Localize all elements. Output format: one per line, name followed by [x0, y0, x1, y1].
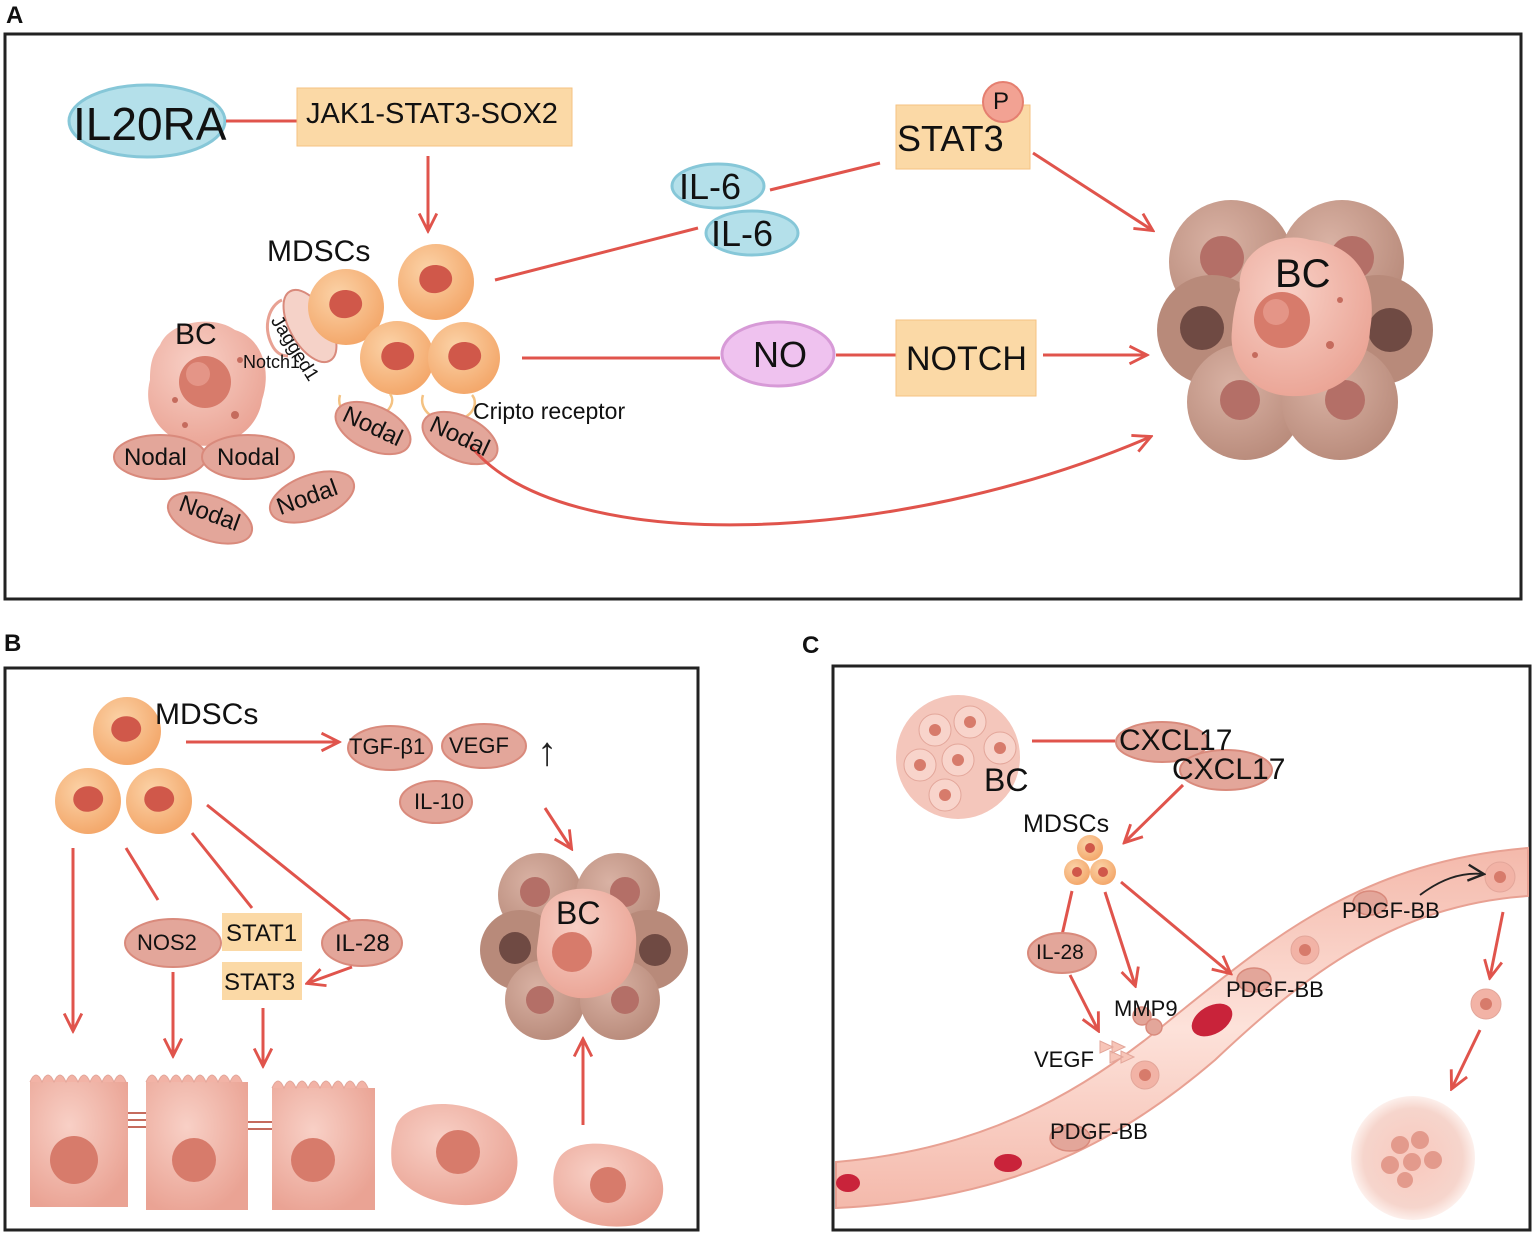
red-blood-cell-3 [836, 1174, 860, 1192]
bc-tumor-cluster-b [480, 853, 688, 1040]
mmp9-label: MMP9 [1114, 996, 1178, 1021]
mdscs-to-nos2-link [124, 847, 160, 901]
nos2-label: NOS2 [137, 930, 197, 955]
bc-tumor-cluster-a [1157, 200, 1433, 460]
bc-small-label: BC [175, 318, 217, 351]
nodal-to-bc-arrow [468, 437, 1150, 527]
nodal-oval-5 [334, 400, 412, 456]
metastasis-arrow [1452, 1029, 1482, 1088]
stat3-box-b [222, 962, 302, 1000]
bc-large-label: BC [1275, 252, 1331, 296]
mdscs-to-mmp9-arrow [1103, 891, 1135, 985]
il6-oval-1 [670, 162, 766, 210]
pdgf-label-2: PDGF-BB [1342, 898, 1440, 923]
vegf-label-b: VEGF [449, 733, 509, 758]
no-oval [720, 320, 836, 388]
mdscs-label-a: MDSCs [267, 235, 371, 268]
il20ra-oval [67, 83, 227, 159]
bc-cluster-c [896, 695, 1020, 819]
il6-to-stat3-link [769, 161, 881, 192]
cxcl17-oval-1 [1115, 721, 1209, 763]
bc-label-c: BC [984, 762, 1029, 798]
stat3-to-bc-arrow [1032, 151, 1152, 230]
il28-label-c: IL-28 [1036, 941, 1084, 964]
cytokines-to-bc-arrow [543, 807, 571, 848]
panel-c-frame [831, 664, 1532, 1232]
mdscs-label-c: MDSCs [1023, 810, 1110, 838]
stat1-box [222, 913, 302, 951]
mdscs-cluster-c [1064, 835, 1116, 885]
il10-oval [399, 780, 473, 824]
vegf-label-c: VEGF [1034, 1047, 1094, 1072]
mdscs-cluster-b [55, 697, 192, 834]
il6-label-1: IL-6 [679, 166, 742, 207]
panel-a-graphics [67, 81, 1433, 545]
notch1-label: Notch1 [243, 352, 301, 372]
mdscs-to-il28-link [206, 803, 351, 922]
il6-label-2: IL-6 [711, 213, 774, 254]
notch-box [895, 319, 1037, 397]
extravasation-arrow-1 [1490, 911, 1505, 977]
nos2-oval [124, 918, 222, 968]
red-blood-cell-2 [994, 1154, 1022, 1172]
cxcl17-label-1: CXCL17 [1119, 724, 1233, 757]
jak-label: JAK1-STAT3-SOX2 [306, 98, 558, 130]
pdgf-label-3: PDGF-BB [1050, 1119, 1148, 1144]
il28-to-vegf-arrow [1068, 974, 1098, 1030]
il6-oval-2 [704, 209, 800, 257]
mdscs-to-il28-link-c [1060, 890, 1074, 936]
cxcl17-oval-2 [1179, 749, 1273, 791]
mdscs-to-il6-link [494, 226, 699, 282]
epithelial-cells [29, 1074, 375, 1210]
nodal-oval-6 [421, 410, 499, 466]
notch1-receptor [266, 298, 289, 358]
mdscs-label-b: MDSCs [155, 698, 259, 731]
panel-b-letter: B [4, 630, 22, 657]
mmp9-blob [1132, 1006, 1152, 1026]
cxcl17-to-mdscs-arrow [1125, 783, 1185, 842]
vegf-oval-b [441, 723, 527, 769]
up-arrow-label: ↑ [537, 730, 557, 774]
intravasation-arrow [1419, 874, 1483, 896]
tgf-oval [347, 725, 433, 771]
stat1-label: STAT1 [226, 920, 298, 947]
il28-to-stat3-arrow [308, 965, 353, 983]
cripto-label: Cripto receptor [473, 398, 626, 424]
nodal-label-2: Nodal [217, 444, 280, 471]
nodal-label-1: Nodal [124, 444, 187, 471]
mdscs-to-pdgf-arrow [1120, 880, 1230, 973]
phospho-circle [982, 81, 1024, 123]
metastatic-niche [1351, 1096, 1475, 1220]
panel-c-graphics [835, 695, 1529, 1220]
panel-a-frame [3, 32, 1523, 601]
stat3-label-b: STAT3 [224, 969, 296, 996]
il10-label: IL-10 [414, 789, 465, 814]
blood-vessel [835, 846, 1529, 1210]
panel-a-letter: A [6, 2, 24, 29]
il28-label-b: IL-28 [335, 930, 390, 957]
panel-b-graphics [29, 697, 688, 1227]
cxcl17-label-2: CXCL17 [1172, 753, 1286, 786]
vegf-triangles [1099, 1040, 1136, 1064]
nodal-oval-2 [201, 434, 295, 480]
red-blood-cell-1 [1191, 1003, 1233, 1037]
notch-label: NOTCH [906, 340, 1027, 378]
nodal-oval-3 [166, 491, 254, 545]
nodal-oval-4 [268, 470, 356, 524]
mdscs-cluster-a [308, 244, 500, 395]
il20ra-label: IL20RA [73, 98, 227, 150]
jak-box [296, 87, 573, 147]
mdscs-to-stat1-link [190, 832, 254, 909]
il28-oval-b [321, 919, 403, 967]
tgf-label: TGF-β1 [349, 734, 426, 759]
no-label: NO [753, 334, 807, 375]
panel-c-letter: C [802, 632, 820, 659]
phospho-label: P [993, 88, 1010, 115]
stat3-label-a: STAT3 [897, 118, 1004, 159]
pdgf-label-1: PDGF-BB [1226, 977, 1324, 1002]
il28-oval-c [1027, 932, 1097, 974]
bc-label-b: BC [556, 895, 601, 931]
panel-b-frame [3, 666, 700, 1232]
